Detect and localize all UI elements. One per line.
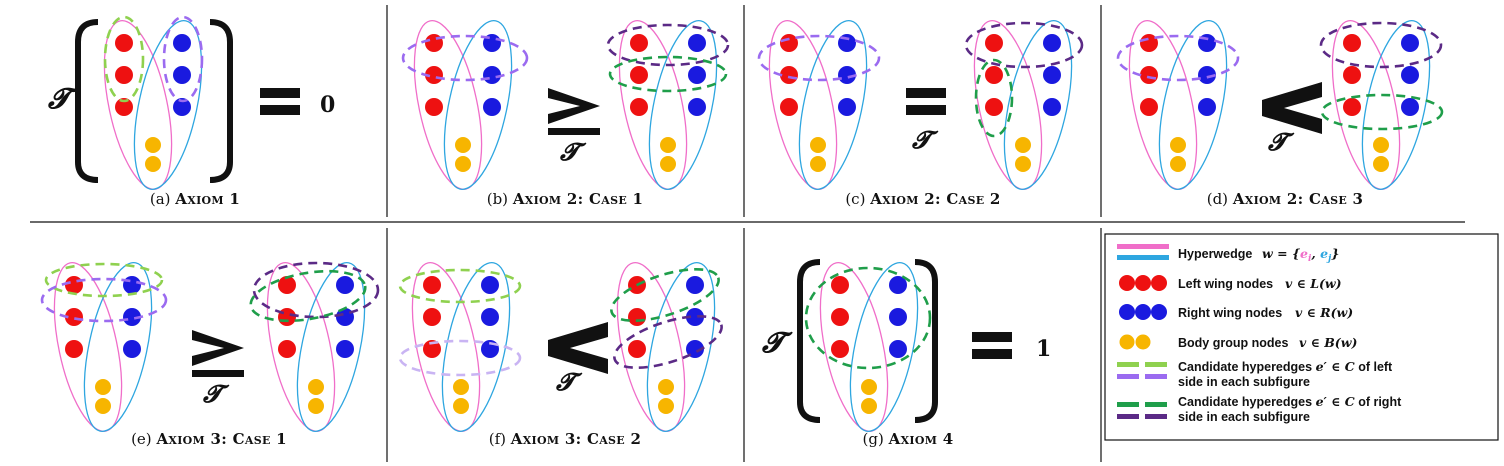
- legend-hyperwedge: Hyperwedge w = {ei, ej}: [1117, 244, 1339, 264]
- svg-text:Candidate hyperedges e′ ∈ C of: Candidate hyperedges e′ ∈ C of right: [1178, 394, 1402, 409]
- legend-body: Body group nodes v ∈ B(w): [1119, 334, 1357, 350]
- caption-g: (g) Axiom 4: [863, 430, 954, 448]
- svg-text:v ∈ R(w): v ∈ R(w): [1295, 305, 1353, 320]
- caption-f: (f) Axiom 3: Case 2: [489, 430, 642, 448]
- svg-text:side in each subfigure: side in each subfigure: [1178, 410, 1310, 424]
- t-operator-symbol: 𝓣: [762, 326, 793, 359]
- svg-text:v ∈ L(w): v ∈ L(w): [1285, 276, 1342, 291]
- candidate-left-edge: [1116, 34, 1240, 82]
- candidate-left-edge: [103, 15, 145, 103]
- panel-b: 𝓣 (b) Axiom 2: Case 1: [401, 14, 730, 208]
- legend-candidate-right: Candidate hyperedges e′ ∈ C of right sid…: [1117, 394, 1402, 424]
- panel-e: 𝓣 (e) Axiom 3: Case 1: [40, 256, 380, 448]
- svg-text:𝓣: 𝓣: [1267, 127, 1295, 156]
- svg-text:Left wing nodes: Left wing nodes: [1178, 277, 1273, 291]
- svg-text:𝓣: 𝓣: [202, 379, 230, 408]
- panel-f: 𝓣 (f) Axiom 3: Case 2: [398, 256, 728, 448]
- panel-a: 𝓣 0 (a) Axiom 1: [48, 14, 335, 208]
- legend-left-wing: Left wing nodes v ∈ L(w): [1119, 275, 1342, 291]
- svg-text:𝓣: 𝓣: [911, 125, 939, 154]
- candidate-right-edge: [252, 261, 380, 319]
- candidate-right-edge: [1320, 93, 1444, 131]
- legend: Hyperwedge w = {ei, ej} Left wing nodes …: [1104, 233, 1499, 441]
- svg-text:v ∈ B(w): v ∈ B(w): [1299, 335, 1357, 350]
- equals-sign: [906, 88, 946, 115]
- candidate-left-edge: [44, 262, 164, 298]
- caption-a: (a) Axiom 1: [150, 190, 240, 208]
- candidate-left-edge: [398, 268, 522, 304]
- panel-d: 𝓣 (d) Axiom 2: Case 3: [1116, 14, 1444, 208]
- legend-right-wing: Right wing nodes v ∈ R(w): [1119, 304, 1353, 320]
- leq-symbol: [548, 88, 600, 124]
- svg-text:Candidate hyperedges e′ ∈ C of: Candidate hyperedges e′ ∈ C of left: [1178, 359, 1393, 374]
- candidate-left-edge: [401, 34, 529, 82]
- candidate-left-edge: [162, 15, 204, 103]
- legend-candidate-left: Candidate hyperedges e′ ∈ C of left side…: [1117, 359, 1393, 389]
- caption-e: (e) Axiom 3: Case 1: [131, 430, 287, 448]
- caption-b: (b) Axiom 2: Case 1: [487, 190, 644, 208]
- candidate-right-edge: [804, 266, 932, 370]
- t-operator-symbol: 𝓣: [48, 82, 79, 115]
- svg-text:side in each subfigure: side in each subfigure: [1178, 375, 1310, 389]
- caption-c: (c) Axiom 2: Case 2: [845, 190, 1000, 208]
- candidate-right-edge: [610, 267, 720, 323]
- candidate-right-edge: [608, 55, 728, 93]
- candidate-right-edge: [613, 314, 723, 370]
- svg-text:Body group nodes: Body group nodes: [1178, 336, 1288, 350]
- candidate-right-edge: [606, 23, 730, 67]
- svg-text:𝓣: 𝓣: [559, 137, 587, 166]
- candidate-right-edge: [249, 269, 367, 323]
- candidate-right-edge: [974, 58, 1014, 138]
- svg-text:𝓣: 𝓣: [555, 367, 583, 396]
- equals-sign: [972, 332, 1012, 359]
- equals-sign: [260, 88, 300, 115]
- candidate-left-edge: [398, 339, 522, 377]
- caption-d: (d) Axiom 2: Case 3: [1207, 190, 1364, 208]
- candidate-left-edge: [40, 277, 168, 323]
- svg-text:Hyperwedge: Hyperwedge: [1178, 247, 1252, 261]
- svg-text:Right wing nodes: Right wing nodes: [1178, 306, 1282, 320]
- panel-c: 𝓣 (c) Axiom 2: Case 2: [756, 14, 1085, 208]
- value-one: 1: [1036, 336, 1051, 362]
- hyperwedge-diagram: [91, 14, 215, 196]
- candidate-right-edge: [1319, 21, 1443, 69]
- leq-symbol: [192, 330, 244, 366]
- value-zero: 0: [320, 92, 335, 118]
- candidate-left-edge: [757, 34, 881, 82]
- candidate-right-edge: [964, 21, 1084, 69]
- panel-g: 𝓣 1 (g) Axiom 4: [762, 256, 1051, 448]
- svg-text:w = {ei, ej}: w = {ei, ej}: [1262, 246, 1339, 264]
